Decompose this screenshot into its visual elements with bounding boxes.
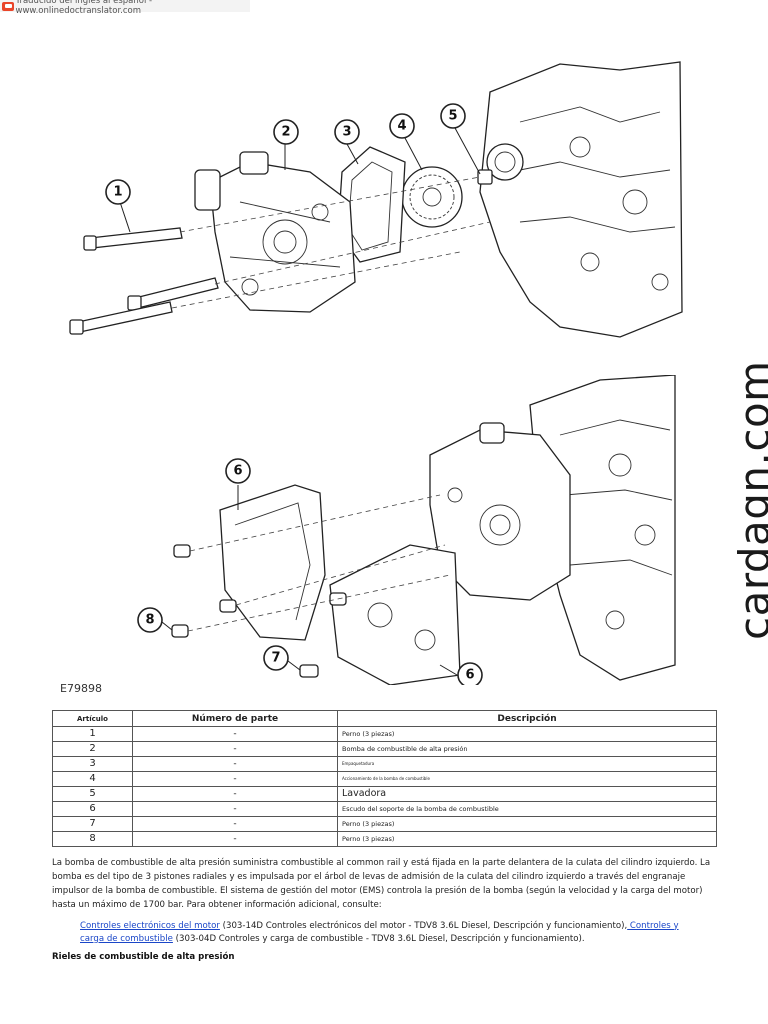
callout-8: 8 — [137, 607, 163, 633]
callout-6a: 6 — [225, 458, 251, 484]
svg-text:6: 6 — [233, 464, 242, 479]
bracket-shield-drawing — [329, 544, 461, 685]
washer-drawing — [477, 169, 493, 185]
callout-2: 2 — [273, 119, 299, 145]
part-number-cell: - — [132, 741, 338, 757]
parts-table: Artículo Número de parte Descripción 1 -… — [52, 710, 717, 847]
translator-icon — [2, 1, 14, 11]
part-number-cell: - — [132, 786, 338, 802]
table-row: 3 - Empaquetadura — [52, 756, 717, 772]
link-engine-controls[interactable]: Controles electrónicos del motor — [80, 920, 220, 931]
part-number-cell: - — [132, 726, 338, 742]
callout-4: 4 — [389, 113, 415, 139]
callout-3: 3 — [334, 119, 360, 145]
fuel-pump-drawing-2 — [429, 422, 571, 601]
callout-6b: 6 — [457, 662, 483, 685]
bolts-drawing-2 — [171, 544, 347, 678]
header-part-number: Número de parte — [132, 710, 338, 727]
callout-1: 1 — [105, 179, 131, 205]
table-header-row: Artículo Número de parte Descripción — [52, 710, 717, 727]
item-cell: 5 — [52, 786, 133, 802]
svg-text:5: 5 — [448, 109, 457, 124]
ref1-text: (303-14D Controles electrónicos del moto… — [219, 920, 628, 931]
drive-gear-drawing — [401, 166, 463, 228]
table-row: 8 - Perno (3 piezas) — [52, 831, 717, 847]
description-cell: Perno (3 piezas) — [337, 831, 717, 847]
link-fuel-controls[interactable]: Controles y carga de combustible — [80, 920, 679, 944]
engine-block-drawing — [479, 61, 683, 338]
item-cell: 4 — [52, 771, 133, 787]
item-cell: 2 — [52, 741, 133, 757]
table-row: 2 - Bomba de combustible de alta presión — [52, 741, 717, 757]
banner-text[interactable]: Traducido del inglés al español - www.on… — [15, 0, 153, 16]
description-cell: Perno (3 piezas) — [337, 726, 717, 742]
section-title: Rieles de combustible de alta presión — [52, 952, 235, 962]
table-row: 1 - Perno (3 piezas) — [52, 726, 717, 742]
item-cell: 6 — [52, 801, 133, 817]
description-cell: Escudo del soporte de la bomba de combus… — [337, 801, 717, 817]
description-cell: Lavadora — [337, 786, 717, 802]
translator-banner[interactable]: Traducido del inglés al español - www.on… — [0, 0, 250, 16]
table-row: 4 - Accionamiento de la bomba de combust… — [52, 771, 717, 787]
pump-shield-drawing — [219, 484, 326, 641]
part-number-cell: - — [132, 831, 338, 847]
item-cell: 1 — [52, 726, 133, 742]
item-cell: 7 — [52, 816, 133, 832]
description-cell: Perno (3 piezas) — [337, 816, 717, 832]
table-row: 5 - Lavadora — [52, 786, 717, 802]
item-cell: 8 — [52, 831, 133, 847]
bolts-drawing — [69, 227, 219, 335]
svg-text:8: 8 — [145, 613, 154, 628]
ref2-text: (303-04D Controles y carga de combustibl… — [172, 933, 585, 944]
item-cell: 3 — [52, 756, 133, 772]
references: Controles electrónicos del motor (303-14… — [80, 920, 680, 946]
part-number-cell: - — [132, 801, 338, 817]
part-number-cell: - — [132, 816, 338, 832]
callout-7: 7 — [263, 645, 289, 671]
description-paragraph: La bomba de combustible de alta presión … — [52, 857, 711, 910]
svg-text:4: 4 — [397, 119, 406, 134]
svg-text:1: 1 — [113, 185, 122, 200]
figure-code: E79898 — [60, 682, 102, 695]
exploded-view-illustration-top: 1 2 3 4 5 — [69, 61, 683, 338]
fuel-pump-drawing — [194, 151, 356, 313]
callout-5: 5 — [440, 103, 466, 129]
table-row: 7 - Perno (3 piezas) — [52, 816, 717, 832]
header-description: Descripción — [337, 710, 717, 727]
header-item: Artículo — [52, 710, 133, 727]
exploded-view-illustration-bottom: 6 6 7 8 — [137, 375, 676, 685]
svg-text:6: 6 — [465, 668, 474, 683]
svg-text:2: 2 — [281, 125, 290, 140]
description-cell: Bomba de combustible de alta presión — [337, 741, 717, 757]
part-number-cell: - — [132, 756, 338, 772]
table-row: 6 - Escudo del soporte de la bomba de co… — [52, 801, 717, 817]
description-cell: Empaquetadura — [337, 756, 717, 772]
part-number-cell: - — [132, 771, 338, 787]
svg-text:7: 7 — [271, 651, 280, 666]
svg-text:3: 3 — [342, 125, 351, 140]
description-cell: Accionamiento de la bomba de combustible — [337, 771, 717, 787]
watermark: cardagn.com — [730, 360, 768, 640]
